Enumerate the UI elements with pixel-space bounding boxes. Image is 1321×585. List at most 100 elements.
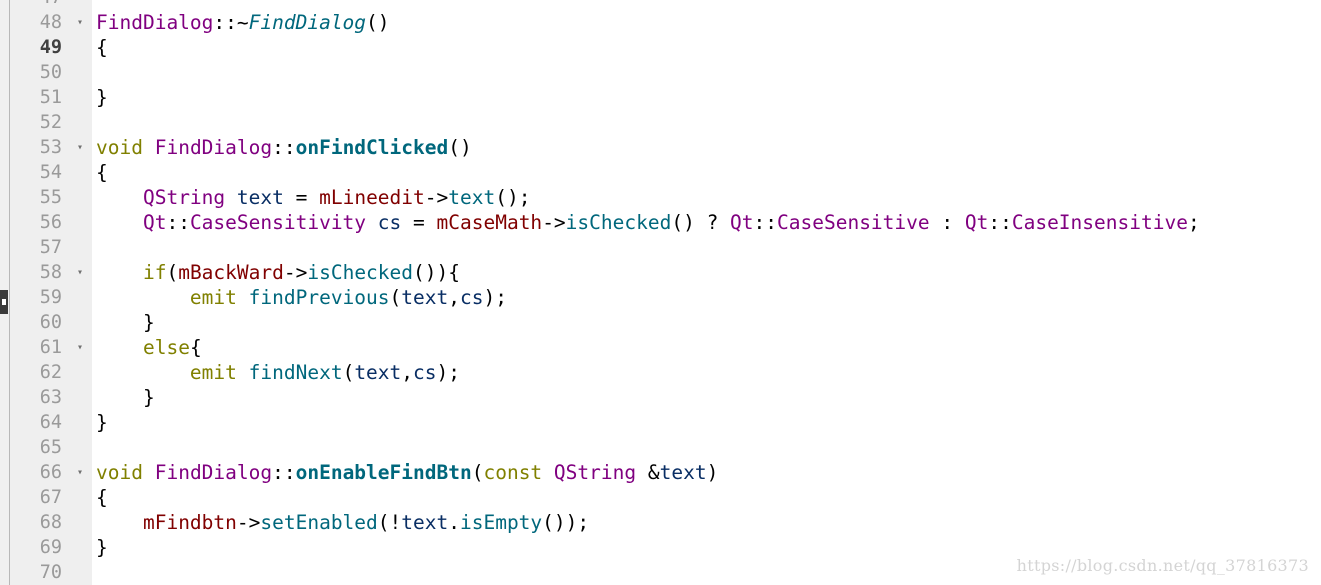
code-token: CaseSensitive xyxy=(777,211,930,234)
code-token: void xyxy=(96,136,143,159)
line-number: 49 xyxy=(39,37,62,58)
code-token: ( xyxy=(342,361,355,384)
code-token: . xyxy=(448,511,460,534)
code-text: else{ xyxy=(96,335,202,360)
code-token: -> xyxy=(236,511,261,534)
code-token: mBackWard xyxy=(178,261,284,284)
code-line[interactable]: 64} xyxy=(10,410,1321,435)
code-token: mFindbtn xyxy=(142,511,237,534)
code-token: ); xyxy=(483,286,507,309)
code-text: FindDialog::~FindDialog() xyxy=(96,10,390,35)
line-number: 50 xyxy=(39,62,62,83)
code-token xyxy=(237,286,249,309)
code-line[interactable]: 54{ xyxy=(10,160,1321,185)
code-text: void FindDialog::onFindClicked() xyxy=(96,135,472,160)
code-text: void FindDialog::onEnableFindBtn(const Q… xyxy=(96,460,718,485)
code-line[interactable]: 50 xyxy=(10,60,1321,85)
code-token xyxy=(96,286,190,309)
code-token xyxy=(225,186,237,209)
code-token: const xyxy=(483,461,543,484)
fold-arrow-icon[interactable]: ▾ xyxy=(76,467,84,478)
line-number: 59 xyxy=(39,287,62,308)
code-token xyxy=(96,186,143,209)
code-token: () ? xyxy=(671,211,731,234)
fold-arrow-icon[interactable]: ▾ xyxy=(76,342,84,353)
code-token: { xyxy=(189,336,202,359)
line-number: 52 xyxy=(39,112,62,133)
code-token xyxy=(96,261,143,284)
line-number: 51 xyxy=(39,87,62,108)
code-token: mCaseMath xyxy=(436,211,543,234)
line-number: 62 xyxy=(39,362,62,383)
code-token: mLineedit xyxy=(319,186,425,209)
code-line[interactable]: 66▾void FindDialog::onEnableFindBtn(cons… xyxy=(10,460,1321,485)
code-line[interactable]: 68 mFindbtn->setEnabled(!text.isEmpty())… xyxy=(10,510,1321,535)
code-token: ()); xyxy=(542,511,590,534)
line-number: 57 xyxy=(39,237,62,258)
line-number: 67 xyxy=(39,487,62,508)
code-line[interactable]: 69} xyxy=(10,535,1321,560)
code-text: { xyxy=(96,35,108,60)
code-text: } xyxy=(96,310,155,335)
code-token: } xyxy=(96,536,108,559)
line-number: 63 xyxy=(39,387,62,408)
code-token: text xyxy=(401,286,449,309)
line-number: 61 xyxy=(39,337,62,358)
fold-arrow-icon[interactable]: ▾ xyxy=(76,17,84,28)
code-text: QString text = mLineedit->text(); xyxy=(96,185,531,210)
code-token: ) xyxy=(706,461,719,484)
code-token: QString xyxy=(142,186,226,209)
code-token: onEnableFindBtn xyxy=(295,461,472,484)
line-number: 47 xyxy=(10,0,62,10)
code-line[interactable]: 53 ▾ void FindDialog::onFindClicked() xyxy=(10,135,1321,160)
code-line[interactable]: 67{ xyxy=(10,485,1321,510)
code-line[interactable]: 63 } xyxy=(10,385,1321,410)
code-line[interactable]: 59 emit findPrevious(text,cs); xyxy=(10,285,1321,310)
code-token: , xyxy=(448,286,460,309)
code-line[interactable]: 62 emit findNext(text,cs); xyxy=(10,360,1321,385)
code-token: QString xyxy=(553,461,637,484)
code-token: emit xyxy=(189,361,237,384)
line-number: 64 xyxy=(39,412,62,433)
code-line[interactable]: 57 xyxy=(10,235,1321,260)
fold-arrow-icon[interactable]: ▾ xyxy=(76,142,84,153)
code-text: Qt::CaseSensitivity cs = mCaseMath->isCh… xyxy=(96,210,1200,235)
code-line[interactable]: 58▾ if(mBackWard->isChecked()){ xyxy=(10,260,1321,285)
code-text: emit findPrevious(text,cs); xyxy=(96,285,507,310)
line-number: 53 xyxy=(39,137,62,158)
code-token: CaseInsensitive xyxy=(1011,211,1188,234)
code-token: { xyxy=(96,36,108,59)
code-token: findNext xyxy=(248,361,343,384)
code-token: cs xyxy=(460,286,484,309)
code-line[interactable]: 48▾FindDialog::~FindDialog() xyxy=(10,10,1321,35)
code-line[interactable]: 55 QString text = mLineedit->text(); xyxy=(10,185,1321,210)
code-token: { xyxy=(96,161,108,184)
code-token xyxy=(143,136,155,159)
code-line[interactable]: 70 xyxy=(10,560,1321,585)
code-token: text xyxy=(236,186,284,209)
code-line[interactable]: 61 ▾ else{ xyxy=(10,335,1321,360)
code-line[interactable]: 65 xyxy=(10,435,1321,460)
code-token: FindDialog xyxy=(154,136,273,159)
code-token xyxy=(143,461,155,484)
code-line[interactable]: 60 } xyxy=(10,310,1321,335)
code-line[interactable]: 49 { xyxy=(10,35,1321,60)
code-line[interactable]: 47 xyxy=(10,0,1321,10)
code-text-area[interactable] xyxy=(92,0,1321,585)
code-token: isEmpty xyxy=(459,511,543,534)
sidebar-toggle-handle[interactable] xyxy=(0,290,8,314)
code-line[interactable]: 56 Qt::CaseSensitivity cs = mCaseMath->i… xyxy=(10,210,1321,235)
fold-arrow-icon[interactable]: ▾ xyxy=(76,267,84,278)
code-token: & xyxy=(636,461,660,484)
code-line[interactable]: 51} xyxy=(10,85,1321,110)
line-number: 70 xyxy=(39,562,62,583)
code-token: } xyxy=(96,411,108,434)
code-token: Qt xyxy=(730,211,754,234)
code-token: = xyxy=(283,186,320,209)
code-text: } xyxy=(96,85,108,110)
code-token: (! xyxy=(377,511,402,534)
code-line[interactable]: 52 xyxy=(10,110,1321,135)
code-token xyxy=(96,361,190,384)
code-token: cs xyxy=(413,361,437,384)
